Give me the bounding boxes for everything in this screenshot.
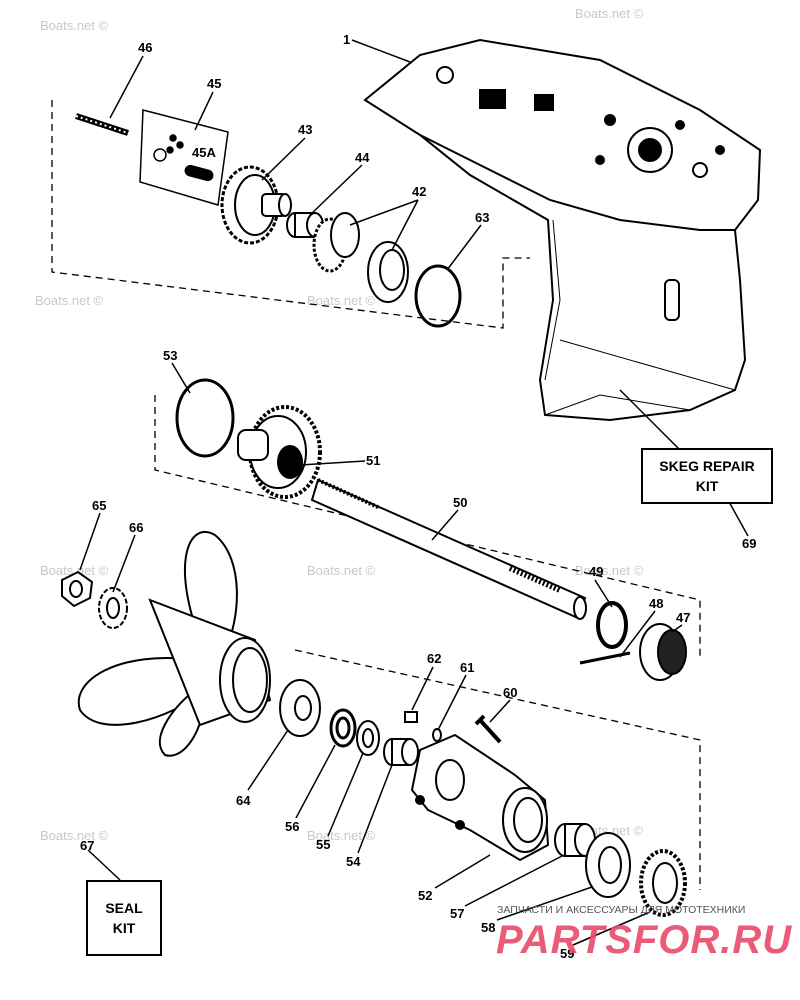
callout-46: 46 <box>138 40 152 55</box>
seal-kit-box: SEAL KIT <box>86 880 162 956</box>
callout-56: 56 <box>285 819 299 834</box>
pinion-gear-43 <box>220 165 292 245</box>
tab-washer-66 <box>98 587 128 629</box>
leader-lines <box>79 39 749 946</box>
seal-56 <box>329 708 357 748</box>
needle-bearing-54 <box>383 738 419 766</box>
assembly-guide-lines <box>51 100 701 890</box>
callout-65: 65 <box>92 498 106 513</box>
callout-66: 66 <box>129 520 143 535</box>
callout-53: 53 <box>163 348 177 363</box>
callout-58: 58 <box>481 920 495 935</box>
watermark: Boats.net © <box>307 828 376 843</box>
propeller <box>77 530 272 757</box>
callout-59: 59 <box>560 946 574 961</box>
shim-card-45 <box>139 109 229 206</box>
callout-69: 69 <box>742 536 756 551</box>
ring-49 <box>596 601 628 649</box>
callout-54: 54 <box>346 854 361 869</box>
seal-kit-line1: SEAL <box>105 900 143 916</box>
bearing-carrier-52 <box>410 733 550 862</box>
screw-60 <box>474 714 502 744</box>
callout-62: 62 <box>427 651 441 666</box>
skeg-repair-kit-box: SKEG REPAIR KIT <box>641 448 773 504</box>
site-logo: PARTSFOR.RU <box>496 918 793 962</box>
thrust-bearing-59 <box>639 849 687 917</box>
callout-63: 63 <box>475 210 489 225</box>
callout-50: 50 <box>453 495 467 510</box>
o-ring-63 <box>414 264 462 328</box>
callout-52: 52 <box>418 888 432 903</box>
callout-45: 45 <box>207 76 221 91</box>
propeller-shaft-50 <box>310 478 587 620</box>
seal-55 <box>356 720 380 756</box>
callout-45a: 45A <box>192 145 216 160</box>
footer-tagline: ЗАПЧАСТИ И АКСЕССУАРЫ ДЛЯ МОТОТЕХНИКИ <box>497 904 746 916</box>
watermark: Boats.net © <box>40 563 109 578</box>
forward-gear-51 <box>237 405 322 499</box>
skeg-kit-line1: SKEG REPAIR <box>659 458 755 474</box>
watermark: Boats.net © <box>575 563 644 578</box>
roller-bearing-44 <box>286 212 324 238</box>
watermark: Boats.net © <box>35 293 104 308</box>
pin-46 <box>75 113 129 136</box>
callout-67: 67 <box>80 838 94 853</box>
watermark: Boats.net © <box>307 293 376 308</box>
watermarks: Boats.net © Boats.net © Boats.net © Boat… <box>35 6 644 843</box>
callout-55: 55 <box>316 837 330 852</box>
watermark: Boats.net © <box>40 828 109 843</box>
tapered-bearing-42 <box>312 212 409 303</box>
thrust-washer-64 <box>279 679 321 737</box>
gear-housing <box>363 38 762 422</box>
watermark: Boats.net © <box>575 6 644 21</box>
callout-48: 48 <box>649 596 663 611</box>
callout-44: 44 <box>355 150 370 165</box>
callout-labels: 1 46 45 45A 43 44 42 63 53 51 50 49 48 4… <box>80 32 756 961</box>
callout-49: 49 <box>589 564 603 579</box>
callout-57: 57 <box>450 906 464 921</box>
callout-51: 51 <box>366 453 380 468</box>
thrust-washer-58 <box>585 832 631 898</box>
skeg-kit-line2: KIT <box>695 478 719 494</box>
callout-1: 1 <box>343 32 350 47</box>
seal-kit-line2: KIT <box>112 920 136 936</box>
watermark: Boats.net © <box>307 563 376 578</box>
o-ring-53 <box>175 378 235 458</box>
nut-62 <box>404 711 418 723</box>
callout-47: 47 <box>676 610 690 625</box>
clutch-47 <box>639 623 687 681</box>
callout-42: 42 <box>412 184 426 199</box>
callout-64: 64 <box>236 793 251 808</box>
callout-43: 43 <box>298 122 312 137</box>
watermark: Boats.net © <box>40 18 109 33</box>
washer-61 <box>432 728 442 742</box>
prop-nut-65 <box>61 570 94 608</box>
callout-61: 61 <box>460 660 474 675</box>
callout-60: 60 <box>503 685 517 700</box>
